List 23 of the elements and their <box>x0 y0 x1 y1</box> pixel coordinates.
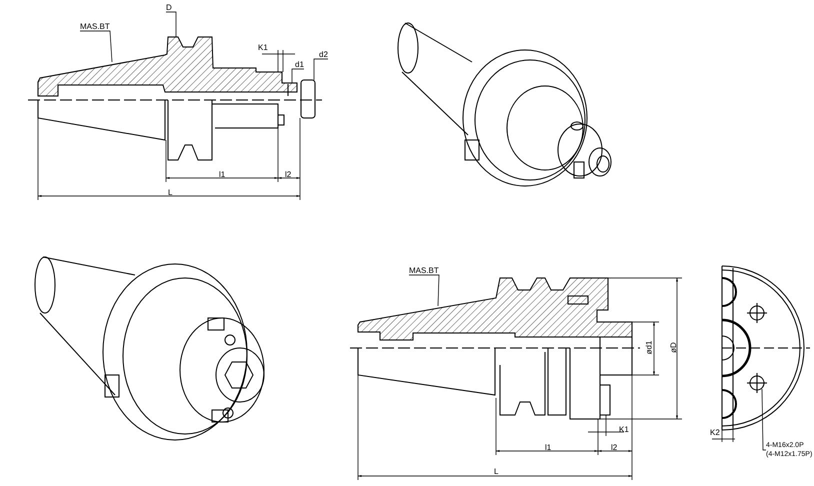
tool-holder-section-drawing <box>350 278 640 420</box>
callout-label: MAS.BT <box>80 22 110 31</box>
callout-label: d2 <box>319 50 328 59</box>
flange-end-view-drawing <box>722 266 810 430</box>
dimension-label: øD <box>668 342 678 353</box>
dimension-label: L <box>168 188 172 197</box>
dimension-label: l2 <box>285 170 292 179</box>
leader-line <box>408 274 440 306</box>
dimension-label: l1 <box>545 443 552 452</box>
dimension-label: K1 <box>619 425 629 434</box>
dimension-label: K2 <box>710 428 720 437</box>
dimension-label: ød1 <box>644 340 654 354</box>
dimension-label: l1 <box>219 170 226 179</box>
dimension-label: K1 <box>258 43 268 52</box>
leader-line <box>166 12 176 38</box>
callout-label: D <box>166 3 172 12</box>
dimension-label: L <box>494 467 498 476</box>
dimension-label: l2 <box>611 443 618 452</box>
leader-line <box>292 68 304 84</box>
leader-line <box>762 388 766 450</box>
callout-label: d1 <box>295 60 304 69</box>
callout-label: MAS.BT <box>409 266 439 275</box>
leader-line <box>314 58 328 80</box>
